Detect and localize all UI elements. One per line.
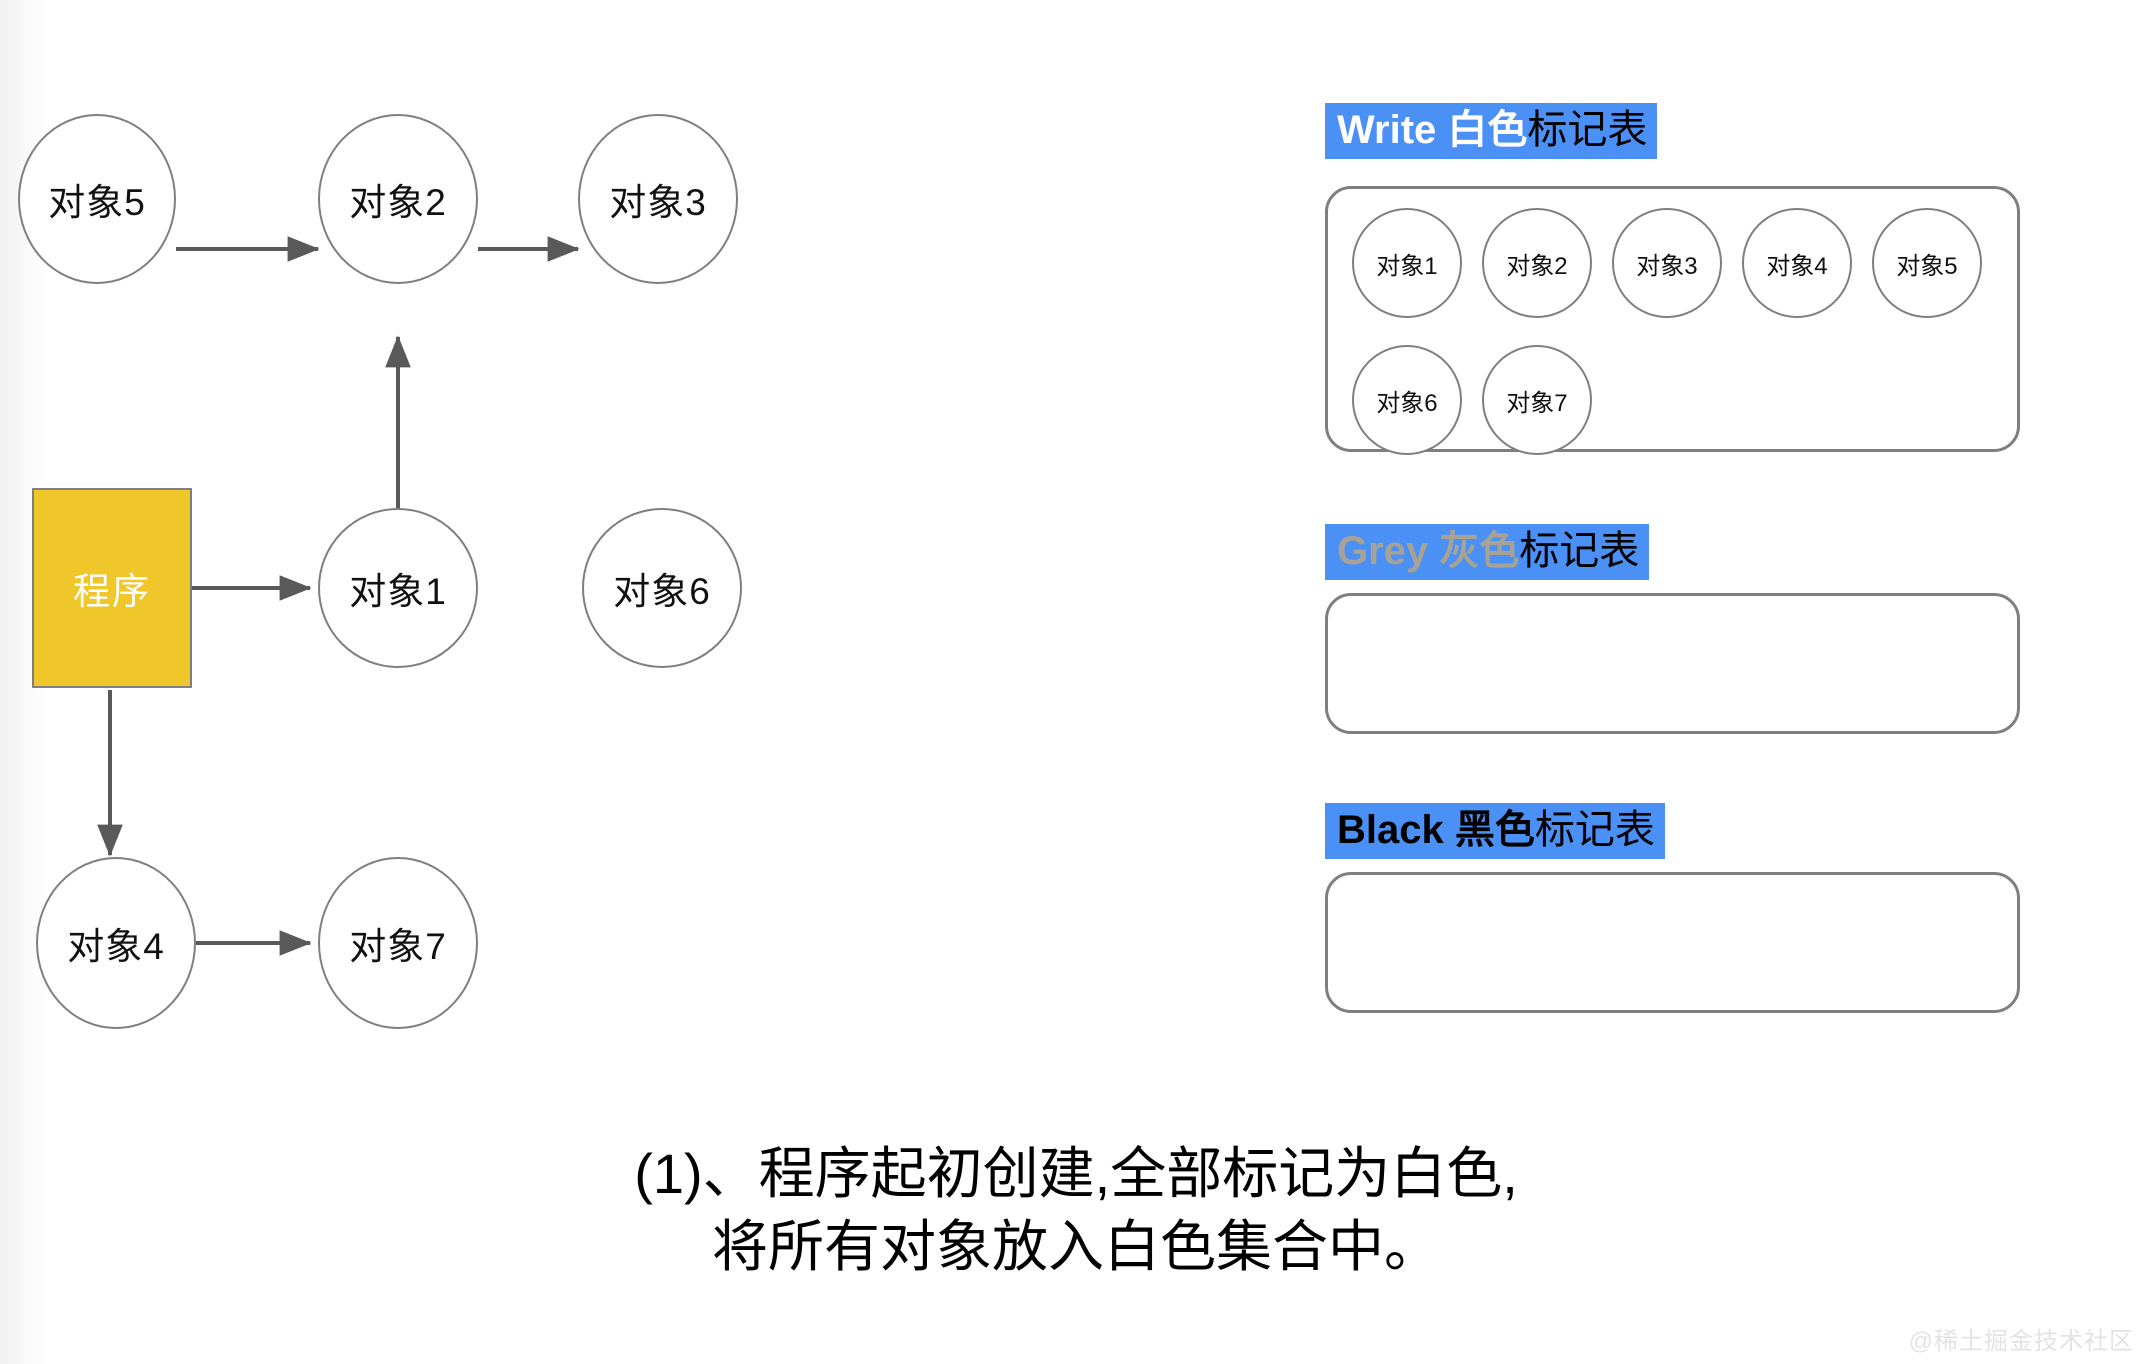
mark-chip[interactable]: 对象2	[1482, 208, 1592, 318]
black-mark-table-box	[1325, 872, 2020, 1013]
grey-mark-table-box	[1325, 593, 2020, 734]
grey-table-head-en: Grey	[1337, 529, 1429, 573]
graph-node-label: 对象5	[48, 182, 146, 223]
mark-chip[interactable]: 对象6	[1352, 345, 1462, 455]
mark-chip[interactable]: 对象5	[1872, 208, 1982, 318]
graph-node-obj5[interactable]: 对象5	[18, 114, 176, 284]
mark-chip-label: 对象5	[1896, 252, 1958, 280]
mark-chip-label: 对象2	[1506, 252, 1568, 280]
program-box[interactable]: 程序	[32, 488, 192, 688]
caption-block: (1)、程序起初创建,全部标记为白色, 将所有对象放入白色集合中。	[0, 1138, 2152, 1284]
program-box-label: 程序	[73, 571, 151, 612]
grey-table-head-tail: 标记表	[1519, 529, 1640, 573]
graph-node-obj3[interactable]: 对象3	[578, 114, 738, 284]
caption-line-1: (1)、程序起初创建,全部标记为白色,	[634, 1142, 1518, 1205]
graph-node-label: 对象3	[609, 182, 707, 223]
mark-chip-label: 对象3	[1636, 252, 1698, 280]
white-table-head-en: Write	[1337, 108, 1437, 152]
watermark: @稀土掘金技术社区	[1908, 1328, 2134, 1355]
white-table-head-color: 白色	[1447, 108, 1528, 152]
caption-line-2: 将所有对象放入白色集合中。	[712, 1214, 1440, 1278]
graph-node-obj2[interactable]: 对象2	[318, 114, 478, 284]
mark-chip-label: 对象6	[1376, 389, 1438, 417]
mark-chip[interactable]: 对象1	[1352, 208, 1462, 318]
mark-chip-label: 对象4	[1766, 252, 1828, 280]
graph-node-label: 对象1	[349, 571, 447, 612]
white-table-head-tail: 标记表	[1527, 108, 1648, 152]
black-table-head-tail: 标记表	[1534, 808, 1655, 852]
white-table-row-2: 对象6 对象7	[1352, 345, 1612, 455]
mark-chip[interactable]: 对象3	[1612, 208, 1722, 318]
graph-node-label: 对象2	[349, 182, 447, 223]
graph-node-label: 对象4	[67, 926, 165, 967]
graph-node-label: 对象6	[613, 571, 711, 612]
black-table-head-en: Black	[1337, 808, 1444, 852]
graph-node-obj4[interactable]: 对象4	[36, 857, 196, 1029]
mark-chip[interactable]: 对象4	[1742, 208, 1852, 318]
white-table-row-1: 对象1 对象2 对象3 对象4 对象5	[1352, 208, 2002, 318]
mark-chip-label: 对象1	[1376, 252, 1438, 280]
black-table-head-color: 黑色	[1454, 808, 1535, 852]
grey-table-head-color: 灰色	[1439, 529, 1520, 573]
graph-node-obj1[interactable]: 对象1	[318, 508, 478, 668]
white-mark-table-header: Write 白色标记表	[1325, 103, 1658, 159]
mark-chip-label: 对象7	[1506, 389, 1568, 417]
graph-node-obj6[interactable]: 对象6	[582, 508, 742, 668]
mark-chip[interactable]: 对象7	[1482, 345, 1592, 455]
grey-mark-table-header: Grey 灰色标记表	[1325, 524, 1650, 580]
graph-node-obj7[interactable]: 对象7	[318, 857, 478, 1029]
graph-node-label: 对象7	[349, 926, 447, 967]
black-mark-table-header: Black 黑色标记表	[1325, 803, 1665, 859]
